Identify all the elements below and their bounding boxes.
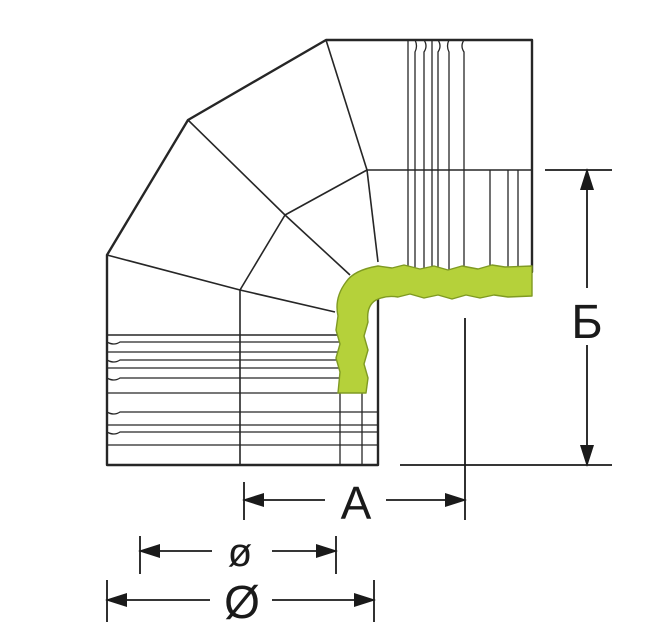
outer-diameter-label: Ø (224, 576, 260, 628)
elbow-seam (239, 214, 286, 291)
elbow-seam (106, 254, 241, 291)
inner-diameter-label: ø (228, 531, 252, 575)
bottom-collar (106, 341, 378, 465)
insulation-layer (335, 264, 533, 394)
elbow-seam (284, 214, 351, 276)
elbow-seam (284, 169, 368, 216)
width-label: A (341, 477, 372, 529)
top-collar (407, 39, 519, 272)
elbow-seam (325, 39, 368, 171)
elbow-seam (239, 289, 336, 313)
dimension-outer-diameter: Ø (105, 576, 376, 628)
elbow-outline (105, 38, 534, 467)
elbow-seam (187, 119, 286, 216)
height-label: Б (571, 296, 603, 349)
dimension-inner-diameter: ø (138, 531, 338, 575)
dimension-height: Б (400, 168, 612, 467)
elbow-seam (366, 169, 379, 263)
dimension-width: A (242, 318, 467, 529)
